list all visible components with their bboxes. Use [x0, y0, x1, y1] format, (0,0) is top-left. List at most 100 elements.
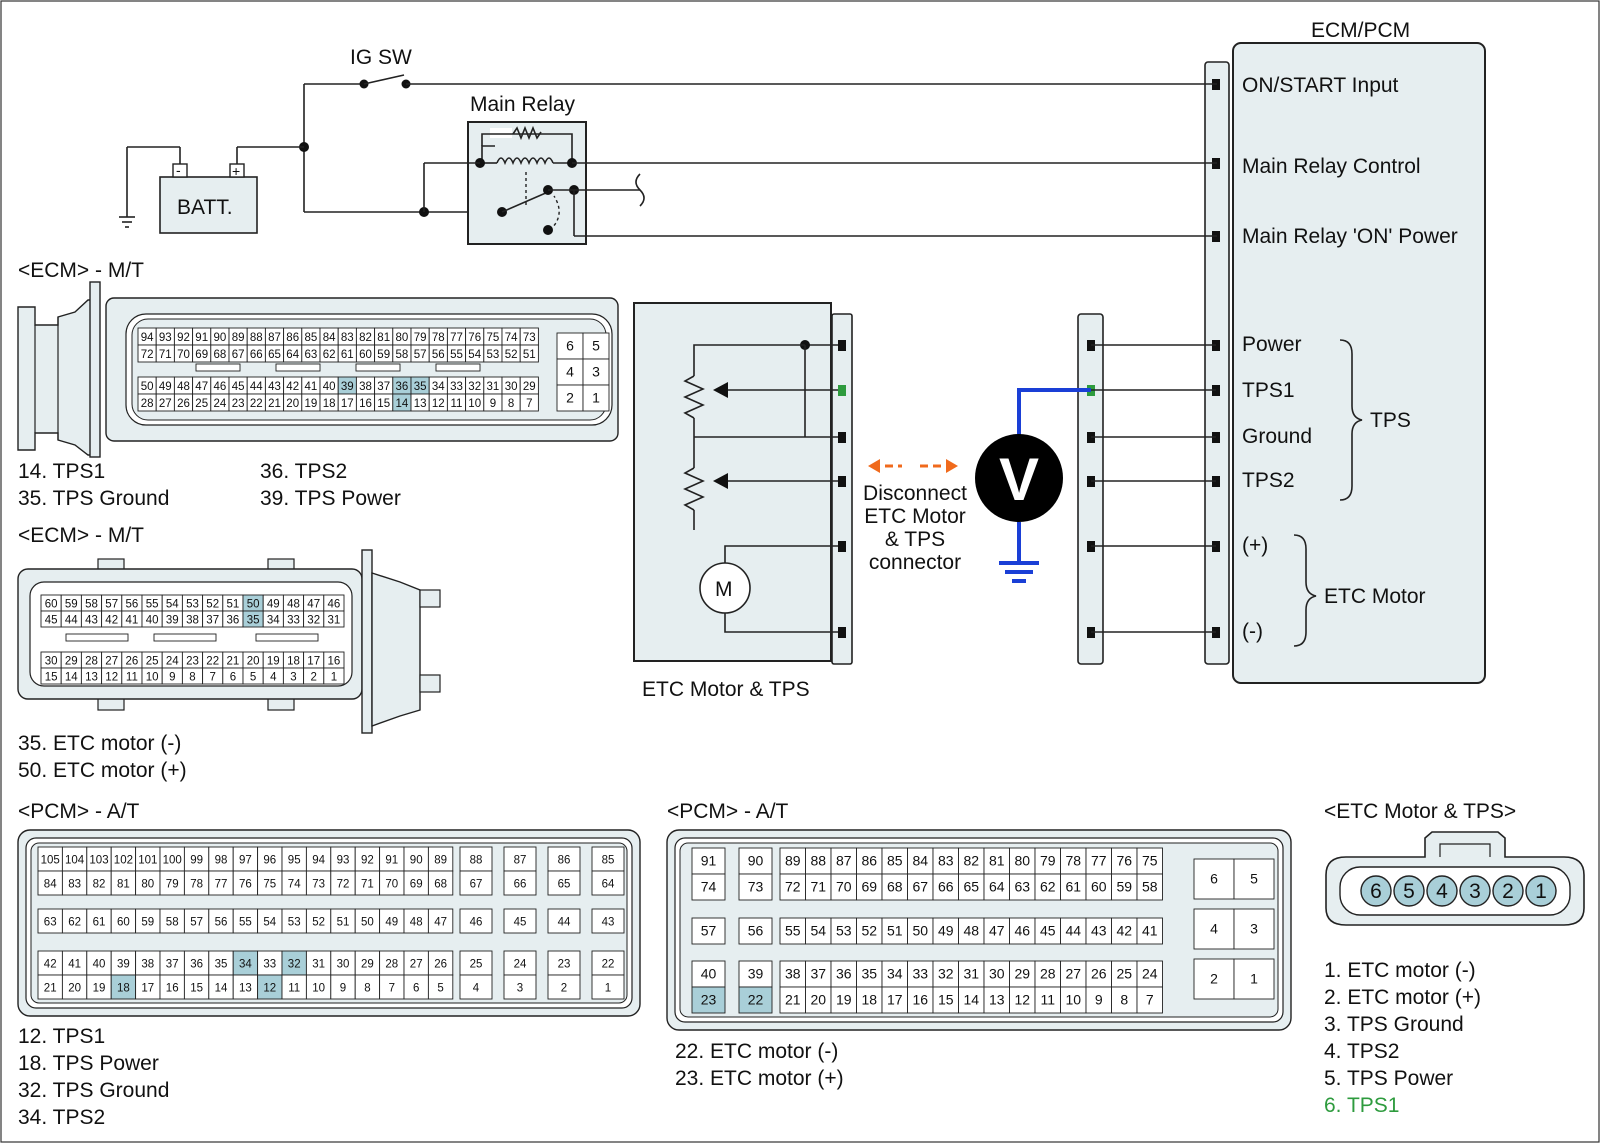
pcm1-pin-88: 88	[470, 855, 483, 867]
pcm1-pin-64: 64	[602, 879, 615, 891]
ecm1-pin-63: 63	[305, 349, 318, 361]
pcm2-cell	[1111, 960, 1138, 988]
pcm-at-2-title: <PCM> - A/T	[667, 800, 789, 823]
pin-on-start-input: ON/START Input	[1242, 74, 1399, 97]
ecm1-pin-11: 11	[451, 398, 463, 410]
pcm2-pin-39: 39	[748, 966, 764, 982]
pcm-at-1-legend-3: 34. TPS2	[18, 1106, 105, 1129]
main-relay	[424, 121, 1217, 245]
tps-group-label: TPS	[1370, 409, 1411, 432]
pcm2-pin-82: 82	[963, 853, 979, 869]
etc-terminal-2	[838, 432, 846, 443]
etc-terminal-1	[838, 385, 846, 396]
pcm2-pin-10: 10	[1065, 992, 1081, 1008]
pcm2-pin-68: 68	[887, 879, 903, 895]
ecm1-pin-35: 35	[414, 381, 427, 393]
pcm2-pin-80: 80	[1014, 853, 1030, 869]
ecm2-pin-11: 11	[126, 672, 138, 684]
relay-resistor	[512, 125, 542, 141]
pcm1-pin-33: 33	[263, 959, 276, 971]
pcm2-cell	[983, 986, 1010, 1014]
motor-symbol-label: M	[715, 578, 733, 601]
ecm2-pin-1: 1	[331, 672, 337, 684]
pcm1-pin-74: 74	[288, 879, 301, 891]
pcm1-cell	[591, 846, 625, 872]
pcm2-pin-32: 32	[938, 966, 954, 982]
ecm-mt-1-legend-0: 14. TPS1	[18, 460, 105, 483]
pcm1-cell	[110, 908, 137, 934]
etc-terminal-5	[838, 627, 846, 638]
pcm2-pin-78: 78	[1065, 853, 1081, 869]
pcm1-pin-4: 4	[473, 983, 480, 995]
note-line-2: ETC Motor	[864, 505, 966, 528]
pcm2-cell	[779, 873, 806, 901]
pcm1-pin-37: 37	[166, 959, 179, 971]
pcm2-cell	[738, 986, 773, 1014]
pcm2-cell	[691, 986, 726, 1014]
pcm2-cell	[932, 960, 959, 988]
pcm1-pin-23: 23	[558, 959, 571, 971]
pcm1-pin-98: 98	[215, 855, 228, 867]
pcm2-pin-64: 64	[989, 879, 1005, 895]
etc-connector-legend-0: 1. ETC motor (-)	[1324, 959, 1476, 982]
ecm2-pin-59: 59	[65, 599, 78, 611]
pcm1-cell	[591, 870, 625, 896]
pcm2-right-cell	[1233, 958, 1275, 1000]
pcm2-pin-77: 77	[1091, 853, 1107, 869]
pcm1-pin-75: 75	[263, 879, 276, 891]
etc-connector-pin-1: 1	[1535, 880, 1547, 903]
ecm1-pin-78: 78	[432, 332, 445, 344]
pcm2-pin-69: 69	[861, 879, 877, 895]
pcm1-cell	[61, 846, 88, 872]
ecm2-pin-57: 57	[105, 599, 118, 611]
pcm1-cell	[208, 870, 234, 896]
ecm1-pin-28: 28	[141, 398, 154, 410]
pcm1-cell	[183, 974, 210, 1000]
ecm2-pin-50: 50	[247, 599, 260, 611]
etc-connector-pin-6: 6	[1370, 880, 1382, 903]
ecm2-pin-35: 35	[247, 615, 260, 627]
pcm1-pin-8: 8	[364, 983, 370, 995]
pcm1-cell	[591, 950, 625, 976]
pcm1-pin-6: 6	[413, 983, 419, 995]
pcm2-pin-57: 57	[701, 923, 717, 939]
pcm2-pin-25: 25	[1116, 966, 1132, 982]
pcm2-pin-61: 61	[1065, 879, 1081, 895]
pcm1-cell	[61, 974, 88, 1000]
pin-tps1: TPS1	[1242, 379, 1295, 402]
pcm1-cell	[159, 974, 185, 1000]
pcm1-pin-30: 30	[337, 959, 350, 971]
ecm2-pin-49: 49	[267, 599, 280, 611]
pcm1-cell	[459, 908, 493, 934]
ecm-pcm-title: ECM/PCM	[1311, 19, 1410, 42]
pcm1-pin-20: 20	[68, 983, 81, 995]
pcm2-cell	[958, 847, 985, 875]
ecm1-pin-65: 65	[268, 349, 281, 361]
pcm2-right-pin-6: 6	[1210, 871, 1218, 887]
ecm1-small-pin-1: 1	[592, 390, 600, 406]
pcm1-cell	[354, 908, 381, 934]
note-line-3: & TPS	[885, 528, 945, 551]
pcm2-right-pin-2: 2	[1210, 971, 1218, 987]
ecm1-pin-73: 73	[523, 332, 536, 344]
tps1-potentiometer	[683, 375, 705, 419]
pcm1-pin-16: 16	[166, 983, 179, 995]
battery: BATT. - +	[119, 146, 258, 234]
ecm2-pin-55: 55	[146, 599, 159, 611]
pcm1-pin-32: 32	[288, 959, 301, 971]
pcm2-pin-83: 83	[938, 853, 954, 869]
pcm2-pin-50: 50	[912, 923, 928, 939]
ecm2-pin-17: 17	[307, 656, 320, 668]
etc-terminal-3	[838, 476, 846, 487]
ecm2-pin-29: 29	[65, 656, 78, 668]
ecm1-pin-14: 14	[396, 398, 409, 410]
pcm2-cell	[1034, 960, 1061, 988]
pcm2-cell	[1136, 986, 1163, 1014]
pcm2-pin-74: 74	[701, 879, 717, 895]
pcm1-pin-84: 84	[44, 879, 57, 891]
pcm2-cell	[1060, 917, 1087, 945]
ecm1-pin-70: 70	[177, 349, 190, 361]
ecm1-pin-87: 87	[268, 332, 281, 344]
ig-sw-label: IG SW	[350, 46, 412, 69]
ecm1-pin-66: 66	[250, 349, 263, 361]
